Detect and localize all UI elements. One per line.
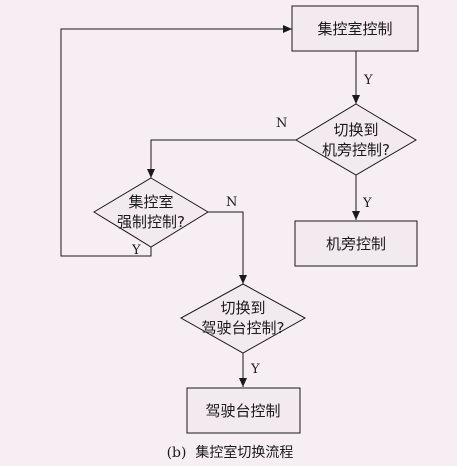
label-forced-no: N	[226, 195, 237, 210]
decision-switch-engine-room-line1: 切换到	[333, 121, 378, 139]
decision-switch-bridge: 切换到 驾驶台控制?	[179, 283, 307, 354]
label-forced-yes: Y	[131, 243, 141, 258]
edge-engine-decision-no	[147, 139, 296, 178]
edge-forced-no	[208, 211, 247, 284]
decision-switch-engine-room: 切换到 机旁控制?	[295, 103, 417, 176]
figure-caption: (b) 集控室切换流程	[167, 444, 294, 461]
decision-switch-bridge-line2: 驾驶台控制?	[202, 319, 285, 337]
decision-switch-engine-room-line2: 机旁控制?	[322, 141, 390, 159]
label-start-yes: Y	[363, 73, 373, 88]
edge-forced-yes-loop	[60, 25, 292, 257]
engine-room-control-label: 机旁控制	[326, 235, 386, 253]
label-engine-decision-no: N	[276, 116, 287, 131]
start-box-label: 集控室控制	[317, 20, 392, 38]
decision-forced-control-line2: 强制控制?	[117, 213, 185, 231]
decision-forced-control: 集控室 强制控制?	[93, 177, 209, 248]
bridge-control-label: 驾驶台控制	[205, 402, 280, 420]
decision-forced-control-line1: 集控室	[128, 193, 173, 211]
decision-switch-bridge-line1: 切换到	[220, 299, 265, 317]
label-engine-decision-yes: Y	[362, 196, 372, 211]
start-box: 集控室控制	[291, 5, 419, 52]
label-bridge-yes: Y	[250, 362, 260, 377]
engine-room-control-box: 机旁控制	[294, 220, 418, 267]
bridge-control-box: 驾驶台控制	[186, 387, 301, 434]
